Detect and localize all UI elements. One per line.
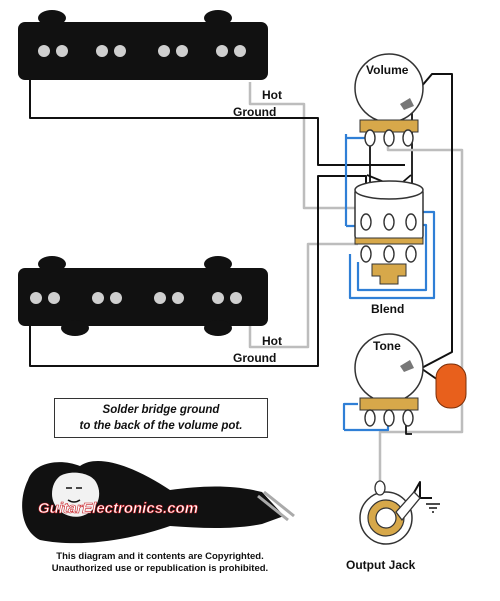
bridge-hot-label: Hot: [262, 334, 282, 348]
tone-pot: [354, 333, 424, 427]
solder-note-line1: Solder bridge ground: [102, 404, 220, 416]
solder-note-line2: to the back of the volume pot.: [79, 420, 243, 432]
neck-hot-wire: [248, 82, 358, 210]
neck-pickup: [18, 10, 268, 80]
logo-text: GuitarElectronics.com: [38, 500, 198, 517]
neck-ground-wire: [29, 76, 405, 166]
wires: [29, 73, 464, 513]
blend-label: Blend: [371, 302, 404, 316]
volume-pot: [354, 53, 424, 147]
volume-output-wire: [378, 138, 464, 484]
bridge-ground-label: Ground: [233, 351, 276, 365]
blend-pot: [354, 180, 424, 285]
output-jack: [359, 480, 421, 545]
copyright-notice: This diagram and it contents are Copyrig…: [10, 551, 310, 575]
bridge-ground-wire: [29, 175, 367, 367]
neck-pole-pieces: [38, 45, 246, 57]
bridge-pickup: [18, 256, 268, 336]
neck-hot-label: Hot: [262, 88, 282, 102]
bridge-hot-wire: [248, 242, 358, 349]
guitarelectronics-logo: GuitarElectronics.com: [22, 461, 295, 544]
tone-label: Tone: [373, 339, 401, 353]
output-jack-label: Output Jack: [346, 558, 416, 572]
volume-label: Volume: [366, 63, 409, 77]
neck-ground-label: Ground: [233, 105, 276, 119]
solder-note: Solder bridge ground to the back of the …: [54, 398, 268, 438]
copyright-line1: This diagram and it contents are Copyrig…: [56, 551, 264, 562]
tone-capacitor: [435, 363, 467, 409]
copyright-line2: Unauthorized use or republication is pro…: [51, 563, 269, 574]
bridge-pole-pieces: [30, 292, 242, 304]
jack-ground-wire: [411, 481, 432, 499]
